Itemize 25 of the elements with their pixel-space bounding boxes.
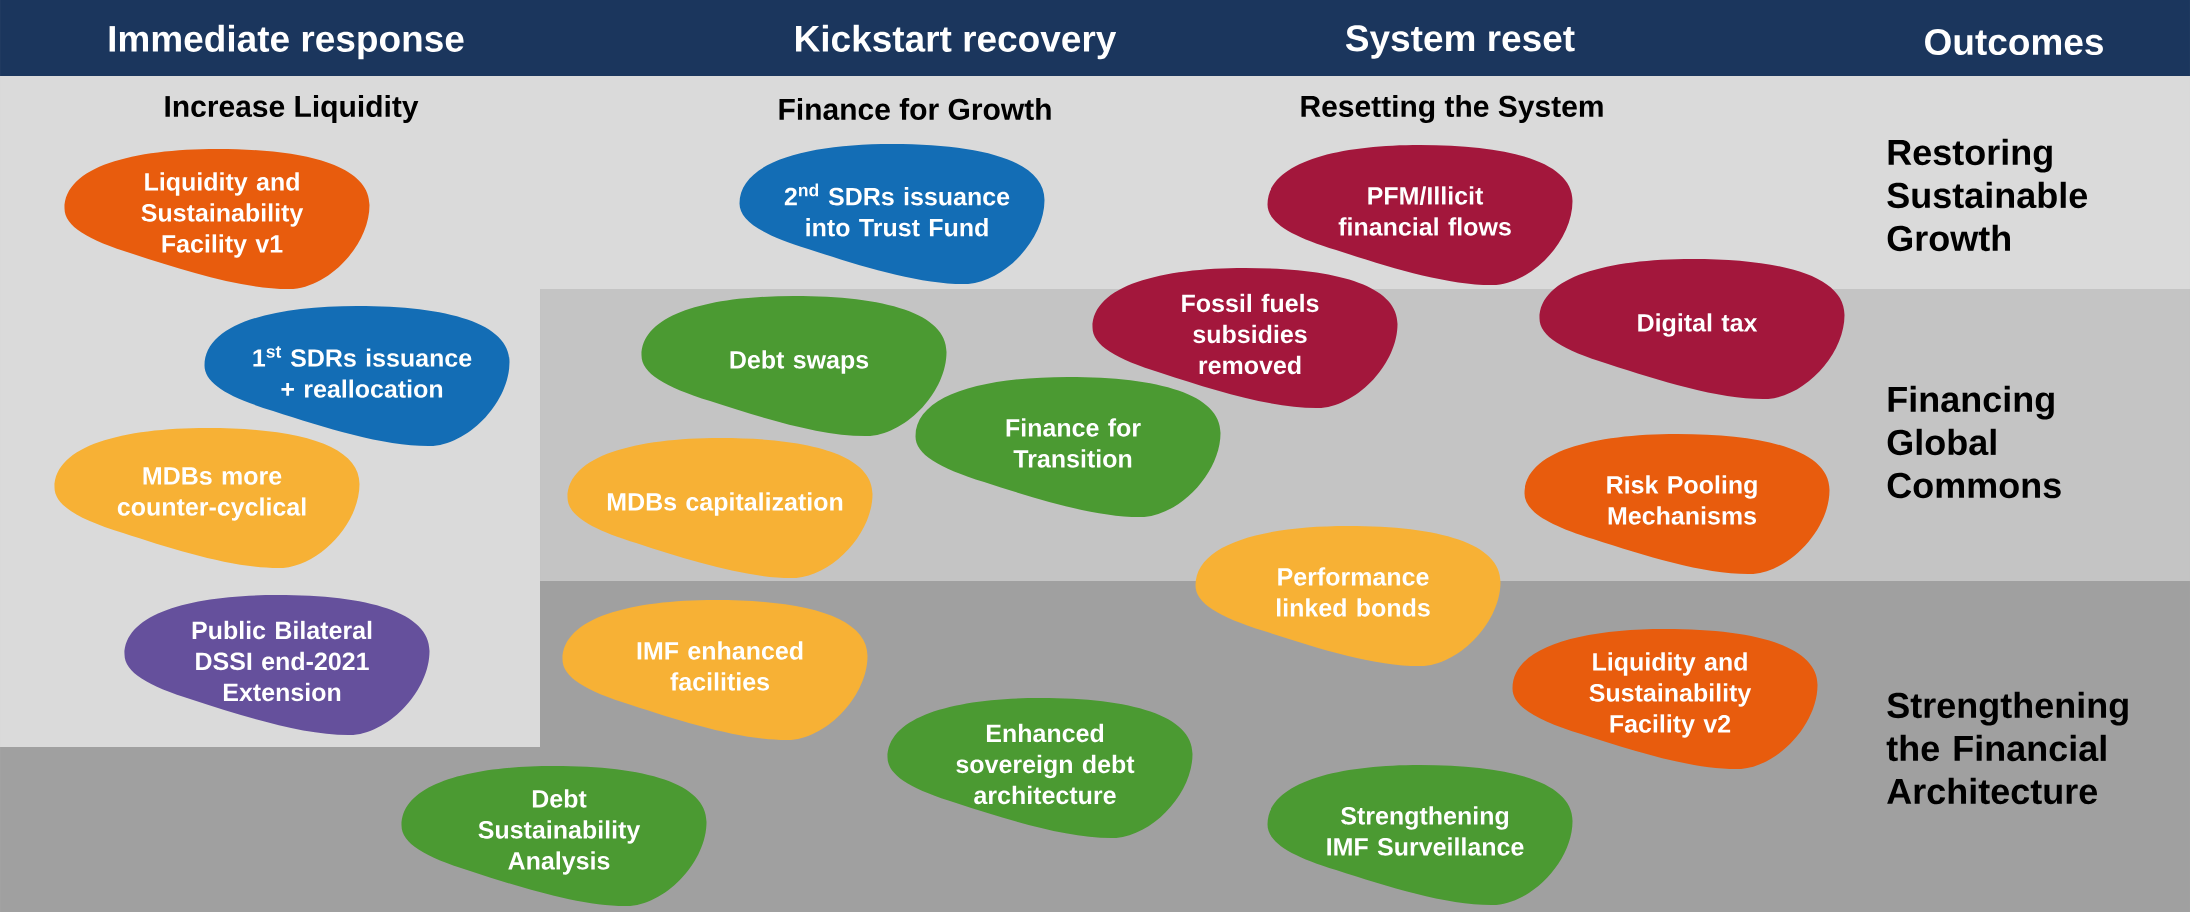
blob: Liquidity and Sustainability Facility v1 <box>64 149 370 289</box>
column-heading: Outcomes <box>1925 28 2103 56</box>
blob: Strengthening IMF Surveillance <box>1267 765 1573 905</box>
blob: Fossil fuels subsidies removed <box>1092 268 1398 408</box>
blob: Liquidity and Sustainability Facility v2 <box>1512 629 1818 769</box>
blob: Performance linked bonds <box>1195 526 1501 666</box>
blob: 1$^{st}$ SDRs issuance + reallocation <box>204 306 510 446</box>
blob: MDBs more counter-cyclical <box>54 428 360 568</box>
blob: Enhanced sovereign debt architecture <box>887 698 1193 838</box>
outcome-label: Strengthening the Financial Architecture <box>1886 691 2128 805</box>
blob: Digital tax <box>1539 259 1845 399</box>
blob: PFM/Illicit financial flows <box>1267 145 1573 285</box>
blob: Finance for Transition <box>915 377 1221 517</box>
column-heading: Kickstart recovery <box>796 24 1117 60</box>
outcome-label: Financing Global Commons <box>1887 385 2061 499</box>
blob: IMF enhanced facilities <box>562 600 868 740</box>
column-heading: System reset <box>1345 25 1575 59</box>
blob: Public Bilateral DSSI end-2021 Extension <box>124 595 430 735</box>
blob: Risk Pooling Mechanisms <box>1524 434 1830 574</box>
blob: 2$^{nd}$ SDRs issuance into Trust Fund <box>739 144 1045 284</box>
column-heading: Immediate response <box>109 24 464 60</box>
outcome-label: Restoring Sustainable Growth <box>1887 138 2088 252</box>
blob: Debt Sustainability Analysis <box>401 766 707 906</box>
blob: Debt swaps <box>641 296 947 436</box>
blob: MDBs capitalization <box>567 438 873 578</box>
